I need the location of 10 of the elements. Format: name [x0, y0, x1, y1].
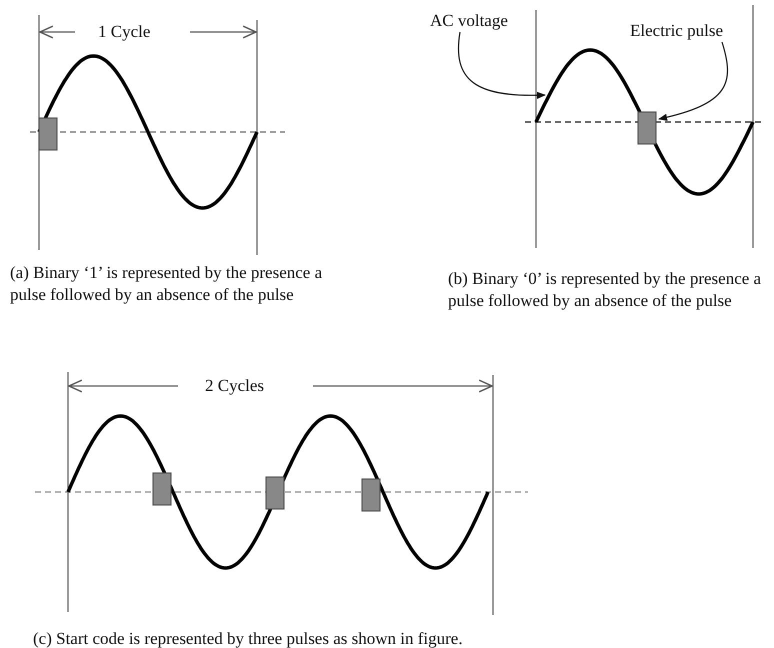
leader-line	[458, 32, 546, 99]
figure-caption: (a) Binary ‘1’ is represented by the presence a pulse followed by an absence of the pulse	[10, 262, 324, 306]
callout-text: Electric pulse	[630, 20, 723, 42]
sine-wave	[534, 48, 755, 196]
figure-caption: (b) Binary ‘0’ is represented by the presence a pulse followed by an absence of the pulse	[448, 268, 762, 312]
leader-line	[658, 42, 728, 121]
sine-wave	[66, 414, 490, 570]
callout-text: AC voltage	[430, 10, 508, 32]
figure-caption: (c) Start code is represented by three pulses as shown in figure.	[33, 628, 463, 648]
sine-wave	[37, 54, 259, 210]
